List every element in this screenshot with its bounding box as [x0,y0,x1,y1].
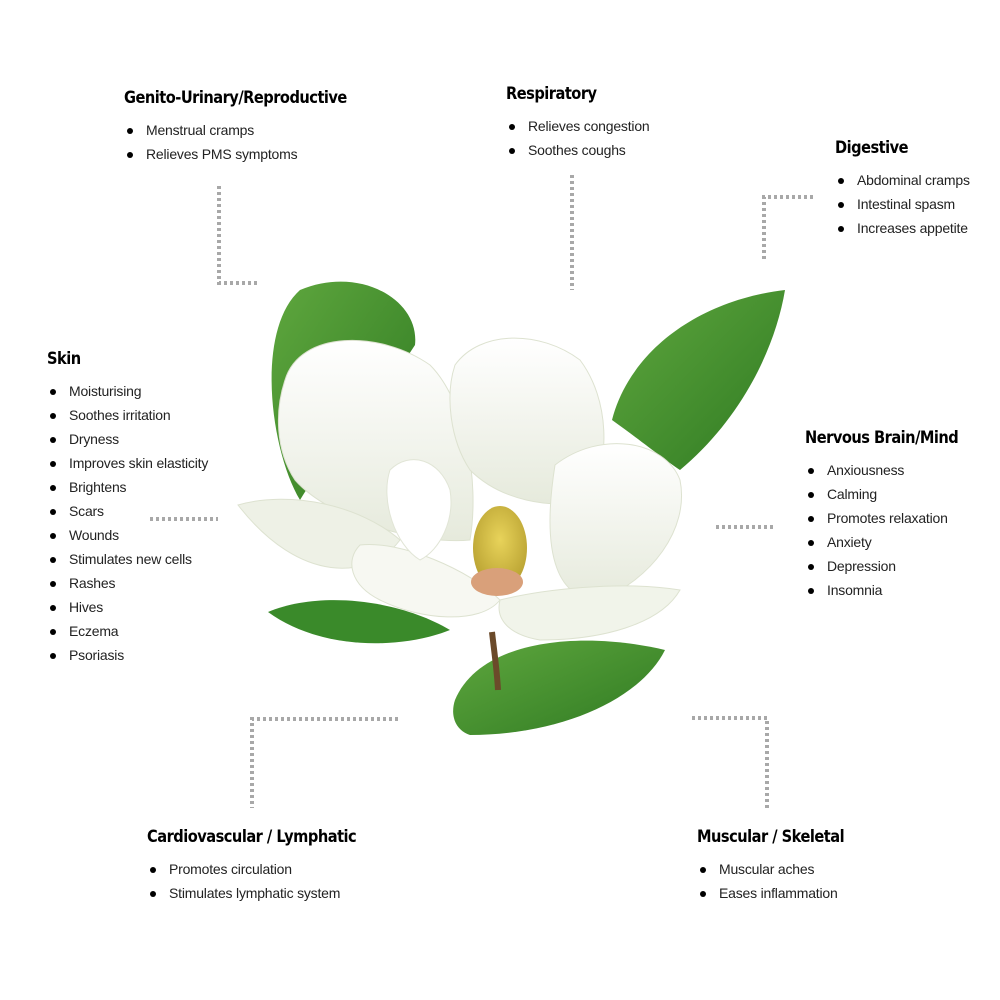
benefit-list: Menstrual cramps Relieves PMS symptoms [124,118,383,166]
connector-digestive [762,195,813,262]
list-item: Increases appetite [835,216,970,240]
leaf-right [612,290,785,470]
petal-right [549,443,682,601]
list-item: Wounds [47,523,208,547]
group-genito: Genito-Urinary/Reproductive Menstrual cr… [124,88,383,166]
list-item: Intestinal spasm [835,192,970,216]
benefit-list: Promotes circulation Stimulates lymphati… [147,857,390,905]
group-digestive: Digestive Abdominal cramps Intestinal sp… [835,138,970,240]
stamen-base [471,568,523,596]
benefit-list: Anxiousness Calming Promotes relaxation … [805,458,983,602]
list-item: Depression [805,554,983,578]
list-item: Insomnia [805,578,983,602]
list-item: Eczema [47,619,208,643]
list-item: Relieves congestion [506,114,650,138]
group-skin: Skin Moisturising Soothes irritation Dry… [47,349,208,667]
group-title: Muscular / Skeletal [697,827,845,847]
list-item: Anxiety [805,530,983,554]
benefit-list: Abdominal cramps Intestinal spasm Increa… [835,168,970,240]
group-respiratory: Respiratory Relieves congestion Soothes … [506,84,650,162]
group-title: Digestive [835,138,909,158]
group-title: Skin [47,349,81,369]
group-title: Genito-Urinary/Reproductive [124,88,347,108]
list-item: Soothes coughs [506,138,650,162]
connector-genito [217,186,258,285]
list-item: Muscular aches [697,857,868,881]
connector-cardio [250,717,398,808]
petal-front-right [498,585,681,641]
group-title: Nervous Brain/Mind [805,428,959,448]
stamen [473,506,527,590]
list-item: Scars [47,499,208,523]
group-title: Cardiovascular / Lymphatic [147,827,357,847]
list-item: Improves skin elasticity [47,451,208,475]
list-item: Promotes circulation [147,857,390,881]
list-item: Dryness [47,427,208,451]
list-item: Psoriasis [47,643,208,667]
list-item: Anxiousness [805,458,983,482]
list-item: Stimulates lymphatic system [147,881,390,905]
list-item: Brightens [47,475,208,499]
list-item: Abdominal cramps [835,168,970,192]
list-item: Stimulates new cells [47,547,208,571]
list-item: Calming [805,482,983,506]
list-item: Rashes [47,571,208,595]
petal-inner [386,459,452,561]
benefit-list: Moisturising Soothes irritation Dryness … [47,379,208,667]
group-nervous: Nervous Brain/Mind Anxiousness Calming P… [805,428,983,602]
list-item: Promotes relaxation [805,506,983,530]
list-item: Menstrual cramps [124,118,383,142]
benefit-list: Muscular aches Eases inflammation [697,857,868,905]
list-item: Eases inflammation [697,881,868,905]
leaf-bottom-left [268,600,450,644]
group-title: Respiratory [506,84,597,104]
benefit-list: Relieves congestion Soothes coughs [506,114,650,162]
list-item: Moisturising [47,379,208,403]
list-item: Hives [47,595,208,619]
list-item: Relieves PMS symptoms [124,142,383,166]
connector-muscular [692,716,769,808]
group-muscular: Muscular / Skeletal Muscular aches Eases… [697,827,868,905]
leaf-bottom [453,640,665,735]
stem [489,631,501,691]
list-item: Soothes irritation [47,403,208,427]
group-cardio: Cardiovascular / Lymphatic Promotes circ… [147,827,390,905]
